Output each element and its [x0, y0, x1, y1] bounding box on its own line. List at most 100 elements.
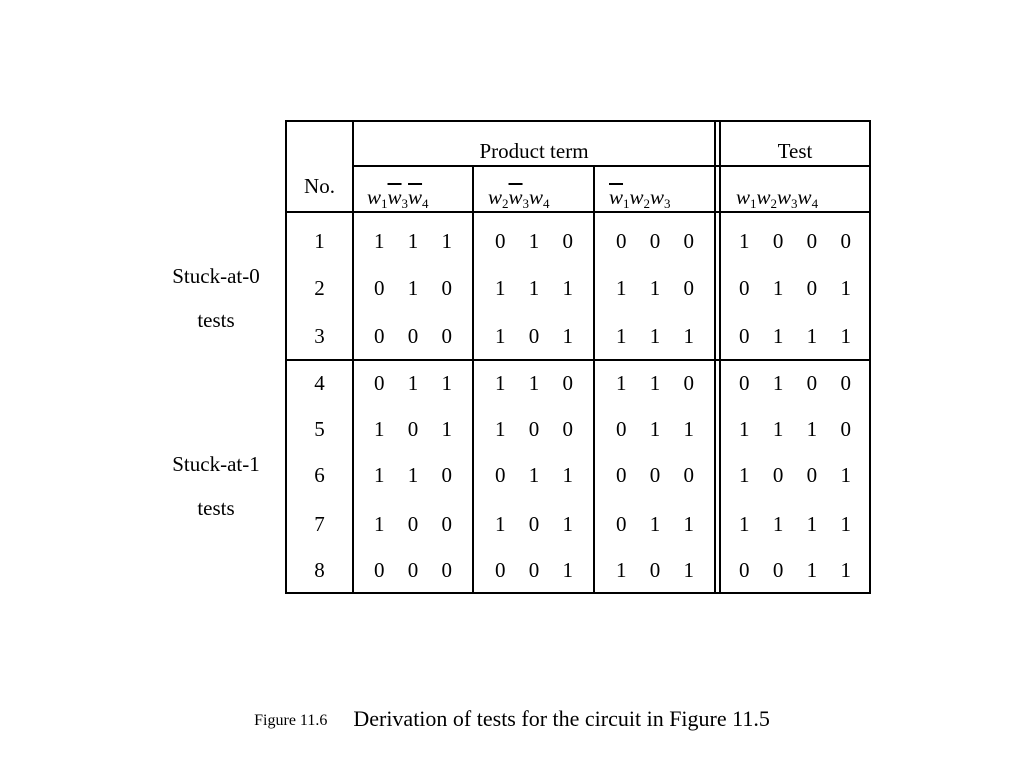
bit-value: 0 [806, 276, 818, 300]
bit-value: 1 [562, 512, 574, 536]
bit-value: 1 [806, 558, 818, 582]
bit-value: 0 [840, 371, 851, 395]
variable-letter: w [650, 185, 665, 209]
row-number: 5 [314, 417, 325, 441]
bit-value: 0 [806, 229, 818, 253]
test-col-header: w1w2w3w4 [736, 185, 818, 216]
variable-term: w2 [488, 185, 509, 211]
bit-value: 0 [649, 463, 661, 487]
variable-letter: w [797, 185, 812, 209]
bit-value: 1 [407, 463, 419, 487]
bit-value: 0 [495, 558, 506, 582]
bit-value: 1 [649, 417, 661, 441]
variable-letter: w [408, 185, 423, 209]
variable-term: w4 [797, 185, 819, 211]
bit-value: 0 [528, 558, 540, 582]
bit-value: 0 [840, 229, 851, 253]
variable-subscript: 3 [522, 196, 530, 211]
test-double-rule-b [719, 120, 721, 594]
variable-subscript: 4 [543, 196, 550, 211]
bit-value: 0 [441, 512, 453, 536]
stuck-at-0-line2: tests [197, 308, 235, 332]
bit-value: 0 [616, 463, 627, 487]
bit-value: 1 [374, 229, 385, 253]
bit-value: 1 [806, 417, 818, 441]
test-double-rule-a [714, 120, 716, 594]
variable-letter: w [609, 185, 624, 209]
bit-value: 0 [616, 512, 627, 536]
variable-letter: w [736, 185, 751, 209]
bit-value: 1 [739, 512, 750, 536]
product-col3-header: w1w2w3 [609, 185, 671, 216]
row-number: 2 [314, 276, 325, 300]
bit-value: 1 [528, 276, 540, 300]
bit-value: 0 [374, 371, 385, 395]
bit-value: 0 [441, 558, 453, 582]
bit-value: 1 [616, 276, 627, 300]
variable-subscript: 3 [664, 196, 671, 211]
variable-term: w3 [650, 185, 671, 211]
variable-term: w2 [630, 185, 651, 211]
bit-value: 1 [649, 371, 661, 395]
bit-value: 1 [495, 276, 506, 300]
variable-letter: w [529, 185, 544, 209]
variable-term: w3 [508, 185, 530, 211]
bit-value: 0 [649, 229, 661, 253]
bit-value: 1 [683, 558, 695, 582]
bit-value: 1 [407, 229, 419, 253]
variable-term: w3 [388, 185, 409, 211]
stuck-at-0-line1: Stuck-at-0 [172, 264, 260, 288]
bit-value: 1 [772, 276, 784, 300]
bit-value: 0 [683, 229, 695, 253]
bit-value: 1 [772, 417, 784, 441]
bit-value: 0 [528, 417, 540, 441]
bit-value: 0 [772, 229, 784, 253]
table-right-rule [869, 120, 871, 594]
row-number: 8 [314, 558, 325, 582]
bit-value: 1 [806, 512, 818, 536]
bit-value: 1 [528, 229, 540, 253]
variable-subscript: 2 [643, 196, 651, 211]
bit-value: 0 [528, 512, 540, 536]
bit-value: 0 [441, 324, 453, 348]
bit-value: 0 [739, 371, 750, 395]
bit-value: 1 [840, 512, 851, 536]
bit-value: 1 [374, 463, 385, 487]
bit-value: 1 [739, 417, 750, 441]
bit-value: 0 [683, 463, 695, 487]
no-column-rule [352, 120, 354, 594]
bit-value: 1 [495, 512, 506, 536]
product-col1-rule [472, 165, 474, 594]
header-mid-rule [353, 165, 871, 167]
variable-term: w1 [609, 185, 630, 211]
bit-value: 0 [562, 371, 574, 395]
bit-value: 1 [562, 324, 574, 348]
variable-subscript: 3 [401, 196, 409, 211]
bit-value: 1 [495, 324, 506, 348]
bit-value: 1 [616, 558, 627, 582]
bit-value: 0 [772, 463, 784, 487]
bit-value: 1 [441, 371, 453, 395]
variable-subscript: 4 [422, 196, 429, 211]
bit-value: 0 [806, 371, 818, 395]
no-header: No. [304, 174, 335, 198]
bit-value: 0 [407, 512, 419, 536]
table-top-rule [285, 120, 871, 122]
variable-letter: w [508, 185, 523, 209]
product-col2-header: w2w3w4 [488, 185, 550, 216]
